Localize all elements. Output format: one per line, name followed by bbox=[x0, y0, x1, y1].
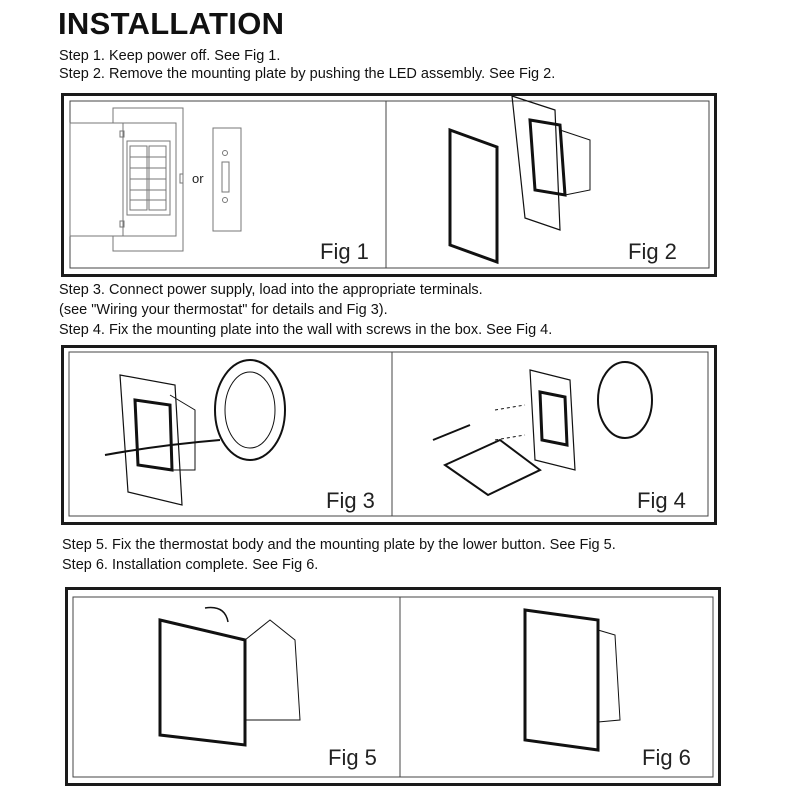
figure-panel-5-6 bbox=[65, 587, 721, 786]
step-3: Step 3. Connect power supply, load into … bbox=[59, 282, 483, 298]
thermostat-attach-drawing bbox=[158, 606, 301, 747]
fig-3-label: Fig 3 bbox=[326, 488, 375, 513]
step-1: Step 1. Keep power off. See Fig 1. bbox=[59, 48, 281, 64]
step-2: Step 2. Remove the mounting plate by pus… bbox=[59, 66, 556, 82]
installed-thermostat-drawing bbox=[523, 608, 621, 752]
mounting-plate-wiring-drawing bbox=[104, 359, 286, 506]
light-switch-drawing bbox=[212, 127, 242, 232]
mounting-plate-screws-drawing bbox=[432, 361, 653, 497]
fig-5-label: Fig 5 bbox=[328, 745, 377, 770]
breaker-panel-drawing bbox=[69, 107, 184, 252]
fig-1-label: Fig 1 bbox=[320, 239, 369, 264]
step-4: Step 4. Fix the mounting plate into the … bbox=[59, 322, 553, 338]
or-label: or bbox=[192, 171, 204, 186]
fig-6-label: Fig 6 bbox=[642, 745, 691, 770]
fig-4-label: Fig 4 bbox=[637, 488, 686, 513]
step-6: Step 6. Installation complete. See Fig 6… bbox=[62, 557, 319, 573]
fig-2-label: Fig 2 bbox=[628, 239, 677, 264]
figure-panel-1-2 bbox=[61, 93, 717, 277]
page-title: INSTALLATION bbox=[58, 6, 285, 41]
step-3-note: (see "Wiring your thermostat" for detail… bbox=[59, 302, 388, 318]
figure-panel-3-4 bbox=[61, 345, 717, 525]
thermostat-removal-drawing bbox=[448, 95, 591, 265]
step-5: Step 5. Fix the thermostat body and the … bbox=[62, 537, 616, 553]
